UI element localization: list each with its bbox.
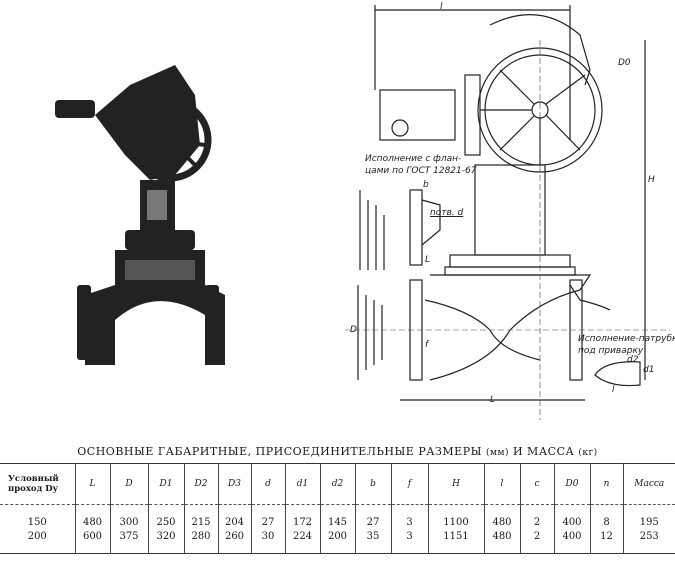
column-header: D1 xyxy=(147,463,184,505)
dim-label-L: L xyxy=(490,395,496,405)
dim-label-hole: nотв. d xyxy=(430,208,464,218)
column-header: Условный проход Dу xyxy=(8,474,59,494)
table-cell: 224 xyxy=(284,529,320,554)
table-title-units-mass: (кг) xyxy=(578,448,598,458)
column-header: d xyxy=(250,463,285,505)
table-cell: 200 xyxy=(27,530,47,542)
valve-drawing xyxy=(345,5,670,420)
column-header: f xyxy=(390,463,428,505)
dim-label-l: l xyxy=(440,2,443,12)
table-cell: 145 xyxy=(319,504,355,529)
table-cell: 35 xyxy=(354,529,391,554)
table-title-units: (мм) xyxy=(485,448,509,458)
table-cell: 3 xyxy=(390,504,428,529)
dim-label-l-weld: l xyxy=(612,385,615,395)
table-cell: 480 xyxy=(483,504,520,529)
column-header: H xyxy=(427,463,484,505)
table-cell: 172 xyxy=(284,504,320,529)
table-cell: 600 xyxy=(74,529,110,554)
table-cell: 27 xyxy=(354,504,391,529)
table-title-and: И МАССА xyxy=(512,445,575,458)
dim-label-L-flange: L xyxy=(425,255,431,265)
table-cell: 260 xyxy=(217,529,251,554)
table-cell: 280 xyxy=(183,529,218,554)
table-cell: 27 xyxy=(250,504,285,529)
column-header: n xyxy=(589,463,623,505)
table-cell: 200 xyxy=(319,529,355,554)
table-cell: 1151 xyxy=(427,529,484,554)
table-cell: 400 xyxy=(553,529,590,554)
table-cell: 8 xyxy=(589,504,623,529)
column-header: D0 xyxy=(553,463,590,505)
valve-photo xyxy=(55,65,225,365)
table-cell: 250 xyxy=(147,504,184,529)
column-header: D2 xyxy=(183,463,218,505)
table-cell: 195 xyxy=(622,504,675,529)
table-cell: 1100 xyxy=(427,504,484,529)
table-cell: 150 xyxy=(27,516,47,528)
table-cell: 375 xyxy=(109,529,148,554)
table-title: ОСНОВНЫЕ ГАБАРИТНЫЕ, ПРИСОЕДИНИТЕЛЬНЫЕ Р… xyxy=(0,445,675,458)
column-header: L xyxy=(74,463,110,505)
dim-label-d2: d2 xyxy=(627,355,639,365)
dim-label-d1: d1 xyxy=(643,365,655,375)
note-weld-version: Исполнение-патрубки под приварку xyxy=(578,334,675,356)
table-cell: 215 xyxy=(183,504,218,529)
table-cell: 2 xyxy=(519,504,554,529)
column-header: d1 xyxy=(284,463,320,505)
column-header: l xyxy=(483,463,520,505)
column-header: D3 xyxy=(217,463,251,505)
table-cell: 320 xyxy=(147,529,184,554)
note-flange-version: Исполнение с флан- цами по ГОСТ 12821-67 xyxy=(365,154,477,176)
column-header: c xyxy=(519,463,554,505)
dim-label-D0: D0 xyxy=(618,58,631,68)
table-cell: 204 xyxy=(217,504,251,529)
table-cell: 300 xyxy=(109,504,148,529)
table-cell: 3 xyxy=(390,529,428,554)
table-cell: 12 xyxy=(589,529,623,554)
table-title-main: ОСНОВНЫЕ ГАБАРИТНЫЕ, ПРИСОЕДИНИТЕЛЬНЫЕ Р… xyxy=(77,445,482,458)
table-cell: 480 xyxy=(74,504,110,529)
column-header: d2 xyxy=(319,463,355,505)
table-cell: 400 xyxy=(553,504,590,529)
table-cell: 30 xyxy=(250,529,285,554)
table-cell: 2 xyxy=(519,529,554,554)
table-cell: 253 xyxy=(622,529,675,554)
column-header: D xyxy=(109,463,148,505)
column-header: Масса xyxy=(622,463,675,505)
column-header: b xyxy=(354,463,391,505)
dim-label-f: f xyxy=(425,340,429,350)
dim-label-b: b xyxy=(423,180,429,190)
dim-label-H: H xyxy=(648,175,655,185)
dim-label-D: D xyxy=(350,325,357,335)
table-cell: 480 xyxy=(483,529,520,554)
